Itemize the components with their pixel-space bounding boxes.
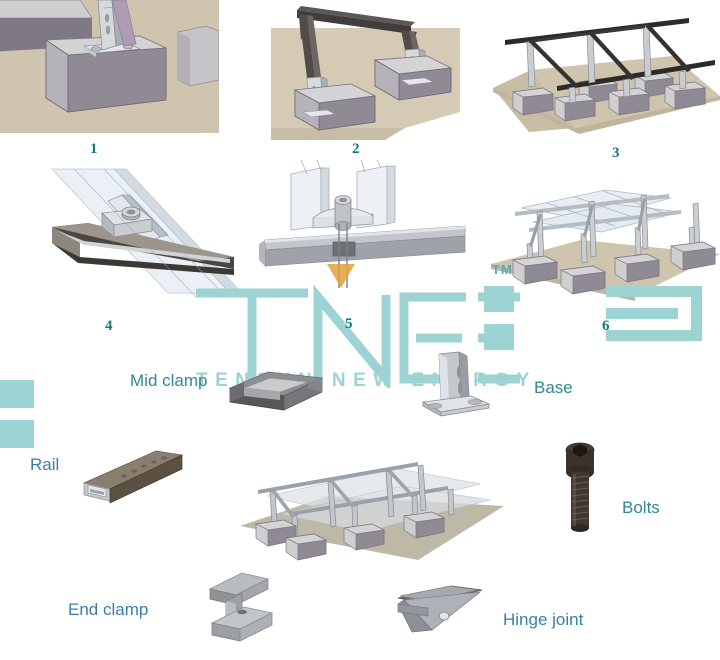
step-number-2: 2 <box>352 141 360 157</box>
figure-step-5 <box>255 160 475 300</box>
figure-step-6 <box>485 168 720 308</box>
figure-step-3 <box>483 0 720 140</box>
figure-full-array <box>232 440 532 570</box>
part-image-hinge-joint <box>392 582 488 637</box>
part-label-bolts: Bolts <box>622 498 660 517</box>
step-number-6: 6 <box>602 318 610 334</box>
step-number-5: 5 <box>345 316 353 332</box>
figure-step-4 <box>18 165 243 305</box>
part-image-rail <box>78 445 188 505</box>
part-label-mid-clamp: Mid clamp <box>130 371 208 390</box>
part-image-mid-clamp <box>222 358 332 420</box>
step-number-3: 3 <box>612 145 620 161</box>
part-label-base: Base <box>534 378 573 397</box>
part-label-end-clamp: End clamp <box>68 600 149 619</box>
watermark-bracket-left <box>0 380 40 452</box>
part-image-end-clamp <box>198 565 276 651</box>
part-label-rail: Rail <box>30 455 60 474</box>
step-number-4: 4 <box>105 318 113 334</box>
part-image-base <box>415 350 495 422</box>
watermark-bracket-right <box>606 286 716 348</box>
watermark-bracket-mid <box>484 286 524 358</box>
step-number-1: 1 <box>90 141 98 157</box>
figure-step-1 <box>0 0 219 133</box>
figure-step-2 <box>255 0 460 140</box>
part-image-bolts <box>558 438 604 538</box>
part-label-hinge-joint: Hinge joint <box>503 610 584 629</box>
watermark-trademark: TM <box>492 262 513 277</box>
